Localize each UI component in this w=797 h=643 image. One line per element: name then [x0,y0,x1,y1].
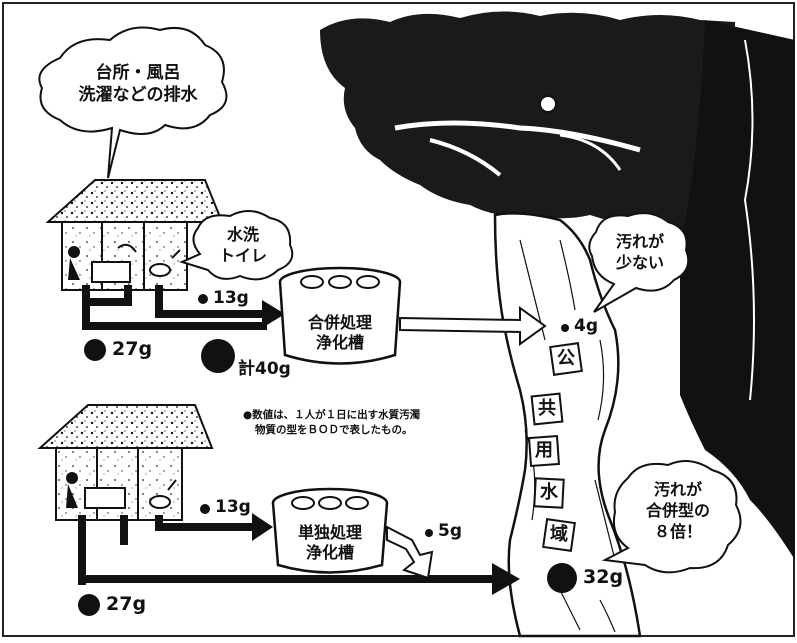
forest-illustration [320,11,795,560]
top-drain-load-dot [84,339,106,361]
combined-tank-label: 合併処理 浄化槽 [290,313,390,353]
less-dirty-line-1: 汚れが [615,232,664,251]
top-river-load-dot [561,324,569,332]
river-sign-char-2: 共 [538,398,556,419]
top-house [45,179,224,291]
combined-outflow-arrow [399,306,547,346]
bottom-drain-load: 27g [106,593,147,615]
drain-bubble-text: 台所・風呂 洗濯などの排水 [58,62,218,106]
toilet-bubble-line-2: トイレ [218,245,267,265]
bottom-toilet-load-dot [200,504,210,514]
top-drain-load: 27g [112,338,153,360]
eight-times-speech-bubble [601,460,742,574]
top-river-load: 4g [574,316,598,336]
top-toilet-load-dot [198,294,208,304]
river-sign-char-3: 用 [535,440,553,461]
drain-bubble-line-2: 洗濯などの排水 [78,85,198,106]
less-dirty-line-2: 少ない [615,252,664,272]
combined-septic-tank [278,266,402,365]
top-total-load-dot [201,339,235,373]
toilet-bubble-line-1: 水洗 [226,225,259,244]
single-outflow-arrow [386,525,434,580]
river-sign-char-4: 水 [540,482,558,503]
single-septic-tank [271,487,389,574]
eight-times-bubble-text: 汚れが 合併型の ８倍！ [628,480,728,542]
bottom-single-out-dot [425,529,433,537]
footnote: ●数値は、１人が１日に出す水質汚濁 物質の型をＢＯＤで表したもの。 [243,408,420,438]
footnote-line-1: ●数値は、１人が１日に出す水質汚濁 [243,409,421,421]
drain-speech-bubble [38,26,228,179]
bottom-river-load: 32g [583,566,624,588]
bottom-house [37,404,214,521]
top-pipes [82,285,285,330]
bottom-toilet-load: 13g [215,497,251,517]
single-tank-line-1: 単独処理 [297,523,362,542]
river-sign-char-5: 域 [550,524,568,545]
bottom-river-load-dot [547,563,577,593]
less-dirty-bubble-text: 汚れが 少ない [600,232,680,274]
footnote-line-2: 物質の型をＢＯＤで表したもの。 [255,424,413,437]
toilet-bubble-text: 水洗 トイレ [205,225,281,267]
combined-tank-line-1: 合併処理 [307,313,372,332]
river-sign-char-1: 公 [557,348,575,369]
less-dirty-speech-bubble [588,212,690,313]
drain-bubble-line-1: 台所・風呂 [95,63,181,83]
river-sign-boxes [527,342,583,552]
single-tank-line-2: 浄化槽 [305,543,354,562]
single-tank-label: 単独処理 浄化槽 [280,523,380,563]
toilet-speech-bubble [179,210,294,281]
combined-tank-line-2: 浄化槽 [315,333,364,352]
top-total-load: 計40g [238,359,291,379]
eight-times-line-1: 汚れが [653,480,702,499]
bottom-pipes [78,513,520,595]
top-toilet-load: 13g [213,288,249,308]
eight-times-line-2: 合併型の [645,500,710,520]
bottom-drain-load-dot [78,594,100,616]
bottom-single-out-load: 5g [438,521,462,541]
eight-times-line-3: ８倍！ [653,521,702,541]
